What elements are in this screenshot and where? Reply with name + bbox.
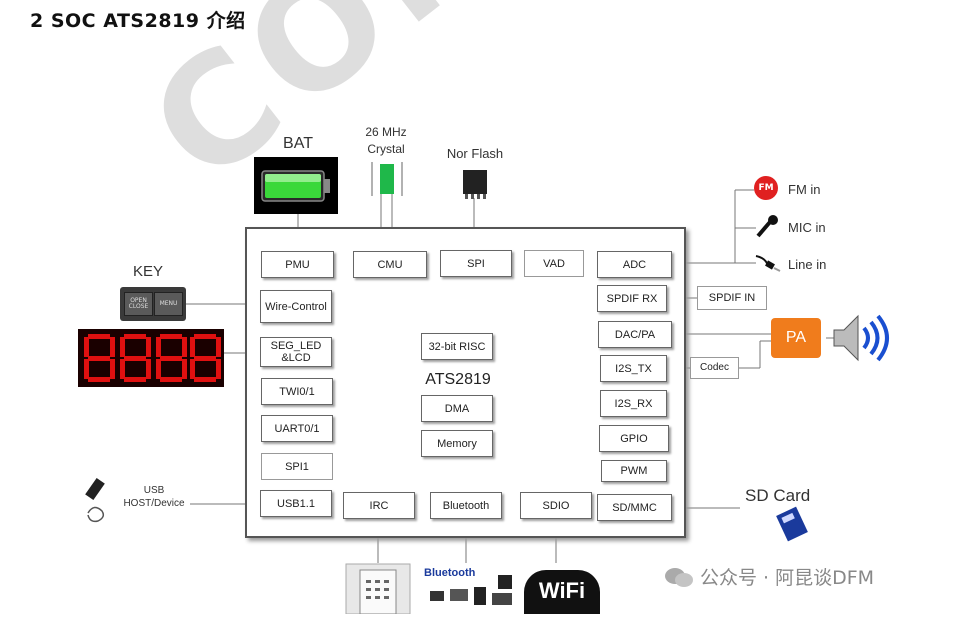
seven-segment-display-icon — [78, 329, 224, 387]
fm-icon: FM — [754, 176, 778, 200]
chip-name-label: ATS2819 — [425, 371, 491, 388]
block-vad: VAD — [524, 250, 584, 277]
usb-label: USB HOST/Device — [118, 484, 190, 510]
block-bluetooth: Bluetooth — [430, 492, 502, 519]
block-gpio: GPIO — [599, 425, 669, 452]
line-in-label: Line in — [788, 257, 827, 272]
key-buttons-icon: OPEN CLOSE MENU — [120, 287, 186, 321]
block-usb11: USB1.1 — [260, 490, 332, 517]
line-in-plug-icon — [755, 255, 781, 272]
battery-icon — [254, 157, 338, 214]
block-i2s-rx: I2S_RX — [600, 390, 667, 417]
bluetooth-logo-text: Bluetooth — [424, 567, 476, 579]
power-amplifier-box: PA — [771, 318, 821, 358]
mic-in-label: MIC in — [788, 220, 826, 235]
nor-flash-label: Nor Flash — [446, 146, 504, 161]
usb-stick-icon — [85, 477, 105, 523]
block-adc: ADC — [597, 251, 672, 278]
ir-remote-icon — [345, 563, 411, 614]
account-watermark-text: 公众号 · 阿昆谈DFM — [700, 567, 875, 589]
bluetooth-devices-icon: Bluetooth — [424, 565, 516, 614]
crystal-text: Crystal — [367, 142, 405, 156]
block-sd-mmc: SD/MMC — [597, 494, 672, 521]
block-twi: TWI0/1 — [261, 378, 333, 405]
block-uart: UART0/1 — [261, 415, 333, 442]
nor-flash-chip-icon — [463, 170, 487, 199]
block-pmu: PMU — [261, 251, 334, 278]
microphone-icon — [756, 215, 778, 238]
block-cmu: CMU — [353, 251, 427, 278]
block-sdio: SDIO — [520, 492, 592, 519]
wechat-icon — [665, 568, 693, 587]
codec-box: Codec — [690, 357, 739, 379]
section-heading: 2 SOC ATS2819 介绍 — [30, 10, 246, 32]
fm-in-label: FM in — [788, 182, 821, 197]
key-label: KEY — [132, 263, 163, 280]
block-i2s-tx: I2S_TX — [600, 355, 667, 382]
crystal-icon — [371, 162, 403, 196]
speaker-icon — [826, 314, 889, 362]
block-memory: Memory — [421, 430, 493, 457]
sd-card-icon — [776, 506, 808, 542]
crystal-frequency: 26 MHz — [365, 125, 407, 139]
open-close-key: OPEN CLOSE — [124, 292, 153, 316]
block-dma: DMA — [421, 395, 493, 422]
block-seg-led-lcd: SEG_LED &LCD — [260, 337, 332, 367]
block-wire-control: Wire-Control — [260, 290, 332, 323]
menu-key: MENU — [154, 292, 183, 316]
spdif-in-box: SPDIF IN — [697, 286, 767, 310]
usb-host-device-text: HOST/Device — [123, 498, 185, 509]
block-dac-pa: DAC/PA — [598, 321, 672, 348]
block-irc: IRC — [343, 492, 415, 519]
block-32bit-risc: 32-bit RISC — [421, 333, 493, 360]
block-pwm: PWM — [601, 460, 667, 482]
sd-card-label: SD Card — [745, 486, 811, 505]
bat-label: BAT — [283, 135, 313, 152]
block-spi: SPI — [440, 250, 512, 277]
wifi-logo-text: WiFi — [538, 578, 586, 603]
wifi-logo-icon: WiFi — [524, 570, 600, 614]
lcd-label: &LCD — [281, 352, 311, 364]
seg-led-label: SEG_LED — [270, 340, 322, 352]
usb-text: USB — [143, 485, 165, 496]
block-spdif-rx: SPDIF RX — [597, 285, 667, 312]
block-spi1: SPI1 — [261, 453, 333, 480]
crystal-label: 26 MHz Crystal — [352, 124, 420, 158]
